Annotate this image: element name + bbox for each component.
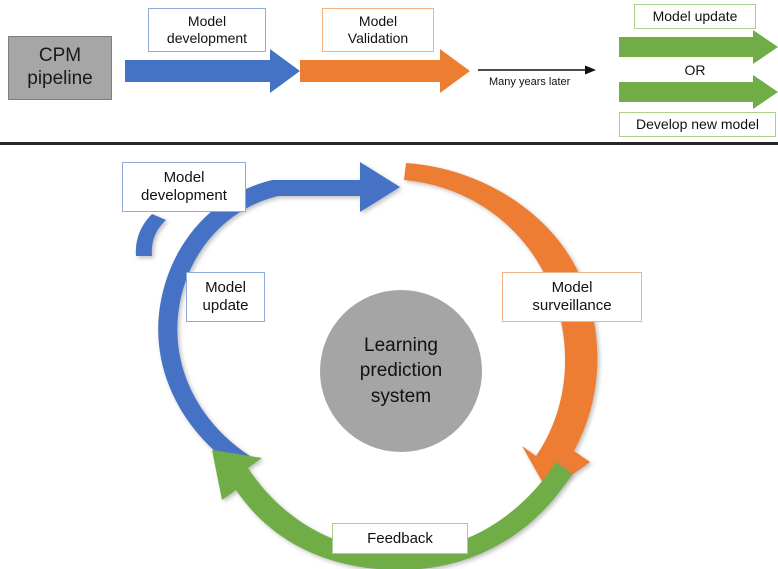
top-panel-arrows: [125, 30, 778, 109]
cycle-label-model-surveillance: Model surveillance: [502, 272, 642, 322]
orange-block-arrow: [300, 49, 470, 93]
many-years-arrowhead: [585, 65, 596, 75]
top-label-model-development: Model development: [148, 8, 266, 52]
cycle-label-model-development: Model development: [122, 162, 246, 212]
cycle-label-model-update: Model update: [186, 272, 265, 322]
cpm-pipeline-box: CPM pipeline: [8, 36, 112, 100]
green-cycle-arc: [212, 450, 572, 569]
top-label-model-update: Model update: [634, 4, 756, 29]
blue-stub-arc: [135, 214, 166, 256]
cycle-label-feedback: Feedback: [332, 523, 468, 554]
top-label-model-validation: Model Validation: [322, 8, 434, 52]
top-label-develop-new-model: Develop new model: [619, 112, 776, 137]
top-label-or: OR: [684, 61, 706, 78]
learning-prediction-system-circle: Learning prediction system: [320, 290, 482, 452]
blue-block-arrow: [125, 49, 300, 93]
many-years-later-caption: Many years later: [489, 76, 571, 88]
blue-cycle-arc: [158, 162, 400, 470]
green-block-arrow-top: [619, 30, 778, 64]
green-block-arrow-bottom: [619, 75, 778, 109]
orange-cycle-arc: [404, 163, 598, 492]
panel-divider: [0, 142, 778, 145]
